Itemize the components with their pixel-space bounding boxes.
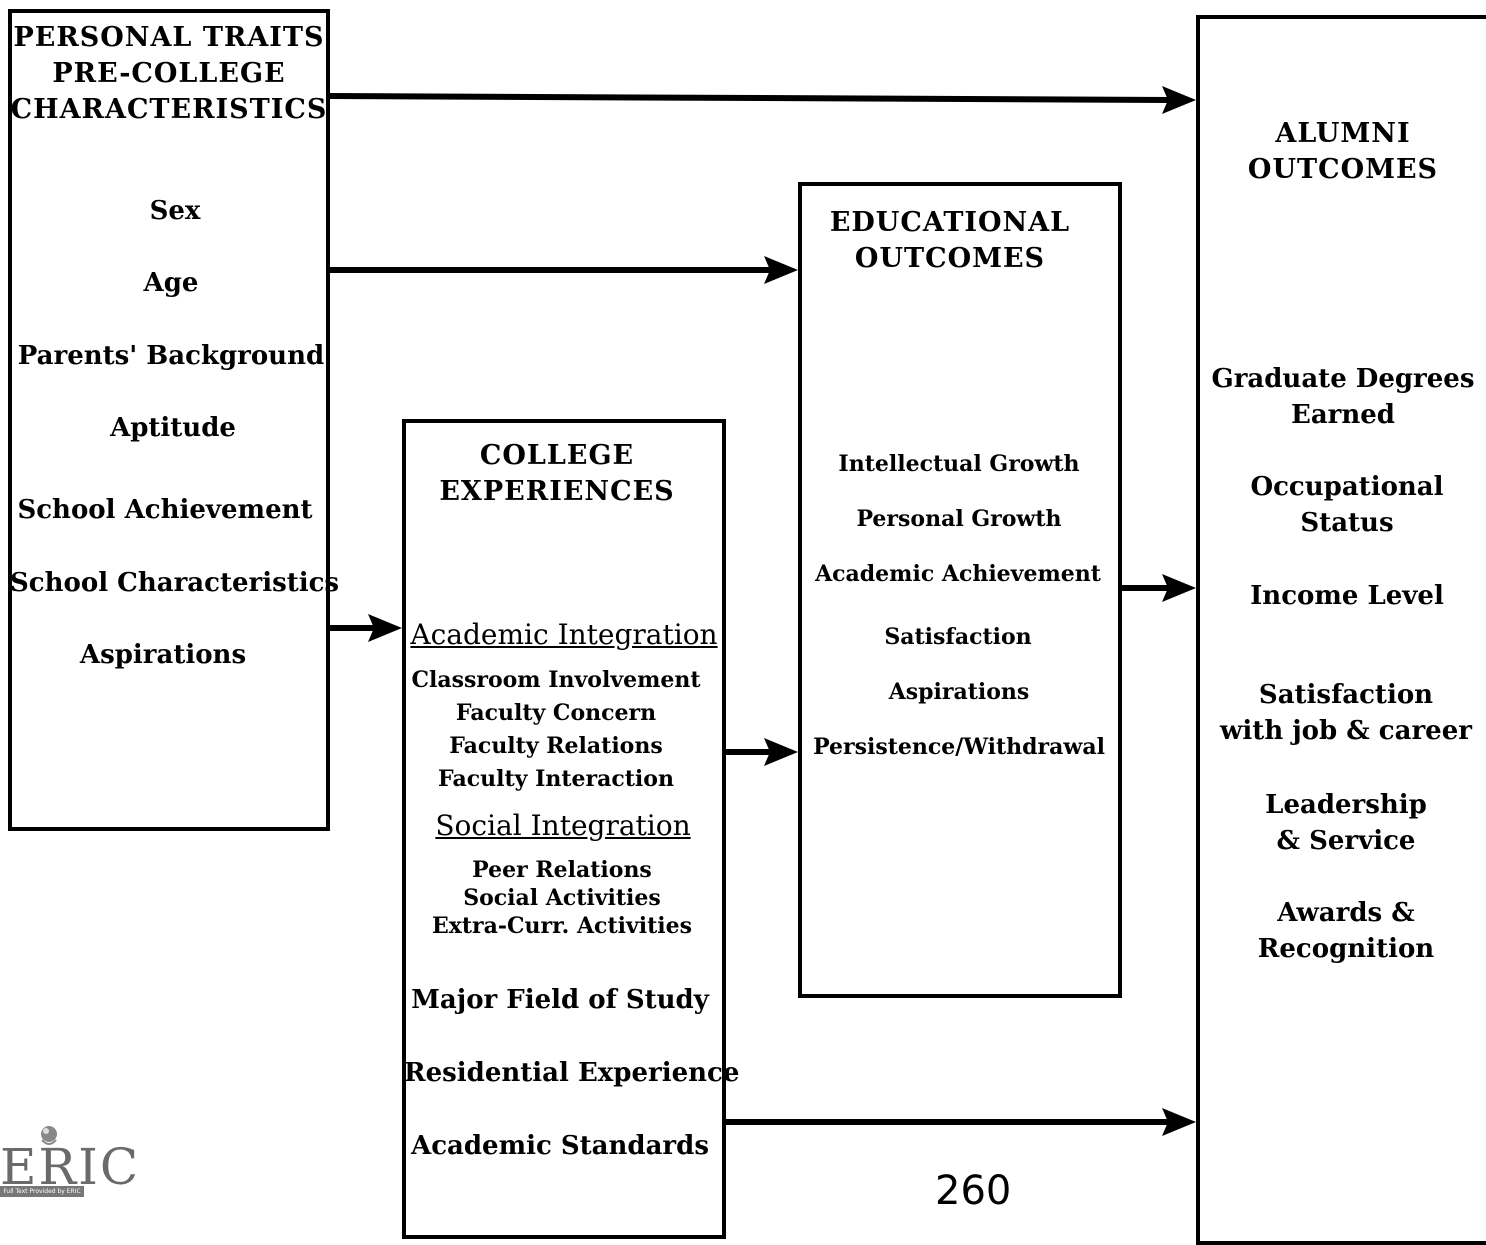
personal-item: Parents' Background — [17, 341, 325, 371]
educational-item: Aspirations — [888, 679, 1030, 705]
alumni-item: Awards & Recognition — [1198, 895, 1486, 967]
title-line: OUTCOMES — [1247, 154, 1439, 185]
title-line: CHARACTERISTICS — [10, 94, 328, 125]
item-line: Earned — [1291, 400, 1395, 430]
title-line: OUTCOMES — [854, 243, 1046, 274]
educational-item: Personal Growth — [856, 506, 1062, 532]
arrowhead — [1162, 574, 1196, 602]
page-number: 260 — [935, 1168, 1012, 1214]
item-line: & Service — [1276, 826, 1416, 856]
educational-item: Satisfaction — [884, 624, 1032, 650]
college-item: Academic Standards — [411, 1131, 709, 1161]
alumni-item: Leadership & Service — [1198, 787, 1486, 859]
title-line: EXPERIENCES — [439, 476, 675, 507]
personal-traits-title: PERSONAL TRAITS PRE-COLLEGE CHARACTERIST… — [10, 20, 328, 128]
arrow-personal-to-alumni — [329, 93, 1171, 103]
list-item: Faculty Relations — [449, 733, 663, 759]
educational-item: Academic Achievement — [815, 561, 1101, 587]
alumni-item: Income Level — [1198, 578, 1486, 614]
personal-item: Aptitude — [110, 413, 236, 443]
title-line: COLLEGE — [479, 440, 635, 471]
college-item: Residential Experience — [404, 1058, 740, 1088]
item-line: with job & career — [1220, 716, 1472, 746]
list-item: Classroom Involvement — [411, 667, 701, 693]
arrowhead — [1162, 1108, 1196, 1136]
item-line: Satisfaction — [1258, 680, 1434, 710]
item-line: Awards & — [1277, 898, 1415, 928]
title-line: EDUCATIONAL — [829, 207, 1071, 238]
item-line: Graduate Degrees — [1211, 364, 1475, 394]
personal-item: School Achievement — [17, 495, 313, 525]
item-line: Leadership — [1265, 790, 1427, 820]
educational-outcomes-title: EDUCATIONAL OUTCOMES — [800, 205, 1100, 277]
list-item: Faculty Interaction — [438, 766, 674, 792]
item-line: Income Level — [1250, 581, 1444, 611]
personal-item: Aspirations — [79, 640, 247, 670]
educational-outcomes-box — [798, 182, 1122, 998]
list-item: Peer Relations — [472, 857, 652, 883]
college-experiences-title: COLLEGE EXPERIENCES — [404, 438, 710, 510]
title-line: PRE-COLLEGE — [52, 58, 286, 89]
educational-item: Intellectual Growth — [838, 451, 1080, 477]
list-item: Extra-Curr. Activities — [431, 913, 693, 939]
social-integration-list: Peer Relations Social Activities Extra-C… — [404, 856, 720, 940]
personal-item: Age — [143, 268, 199, 298]
arrowhead — [764, 738, 798, 766]
alumni-item: Occupational Status — [1198, 469, 1486, 541]
item-line: Status — [1300, 508, 1394, 538]
item-line: Recognition — [1257, 934, 1435, 964]
educational-item: Persistence/Withdrawal — [813, 734, 1105, 760]
academic-integration-list: Classroom Involvement Faculty Concern Fa… — [404, 664, 708, 796]
arrowhead — [368, 614, 402, 642]
personal-traits-box — [8, 9, 330, 831]
academic-integration-heading: Academic Integration — [410, 618, 718, 651]
alumni-item: Satisfaction with job & career — [1198, 677, 1486, 749]
arrowhead — [1162, 86, 1196, 114]
social-integration-heading: Social Integration — [435, 809, 691, 842]
personal-item: School Characteristics — [10, 568, 340, 598]
item-line: Occupational — [1250, 472, 1444, 502]
personal-item: Sex — [149, 196, 201, 226]
alumni-item: Graduate Degrees Earned — [1198, 361, 1486, 433]
alumni-outcomes-title: ALUMNI OUTCOMES — [1198, 116, 1486, 188]
eric-logo-tagline: Full Text Provided by ERIC — [0, 1186, 84, 1197]
arrowhead — [764, 256, 798, 284]
title-line: PERSONAL TRAITS — [13, 22, 325, 53]
list-item: Social Activities — [463, 885, 661, 911]
eric-logo-icon — [41, 1126, 57, 1145]
college-item: Major Field of Study — [411, 985, 709, 1015]
list-item: Faculty Concern — [455, 700, 657, 726]
title-line: ALUMNI — [1275, 118, 1411, 149]
